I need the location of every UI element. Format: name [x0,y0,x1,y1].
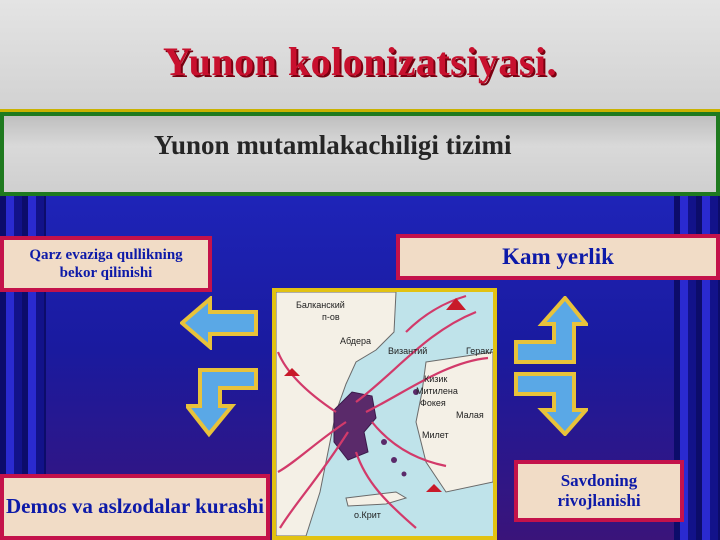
bent-down-arrow-icon [186,368,258,438]
map-label-mitilena: Митилена [416,386,458,396]
map-label-balkan: Балканский [296,300,345,310]
bent-down-right-arrow-icon [514,372,588,436]
land-shortage-label: Kam yerlik [502,244,614,270]
map-label-malaya: Малая [456,410,484,420]
debt-slavery-label: Qarz evaziga qullikning bekor qilinishi [29,247,183,281]
title-bar: Yunon kolonizatsiyasi. [0,0,720,112]
slide-subtitle: Yunon mutamlakachiligi tizimi [154,130,512,160]
trade-development-box: Savdoning rivojlanishi [514,460,684,522]
subtitle-bar: Yunon mutamlakachiligi tizimi [0,112,720,196]
trade-development-label: Savdoning rivojlanishi [557,470,641,510]
map-label-gerakl: Геракл [466,346,493,356]
map-label-vizantiy: Византий [388,346,427,356]
map-label-milet: Милет [422,430,449,440]
map-label-kizik: Кизик [424,374,447,384]
map-label-krit: о.Крит [354,510,381,520]
colonization-map: Балканский п-ов Абдера Византий Геракл К… [272,288,497,540]
left-arrow-icon [180,296,258,350]
demos-struggle-label: Demos va aslzodalar kurashi [5,494,265,519]
map-label-abdera: Абдера [340,336,371,346]
land-shortage-box: Kam yerlik [396,234,720,280]
demos-struggle-box: Demos va aslzodalar kurashi [0,474,270,540]
slide-title: Yunon kolonizatsiyasi. [162,39,558,84]
map-drawing: Балканский п-ов Абдера Византий Геракл К… [276,292,493,536]
bent-up-arrow-icon [514,296,588,364]
debt-slavery-box: Qarz evaziga qullikning bekor qilinishi [0,236,212,292]
map-label-pen: п-ов [322,312,340,322]
map-label-fokeya: Фокея [420,398,446,408]
